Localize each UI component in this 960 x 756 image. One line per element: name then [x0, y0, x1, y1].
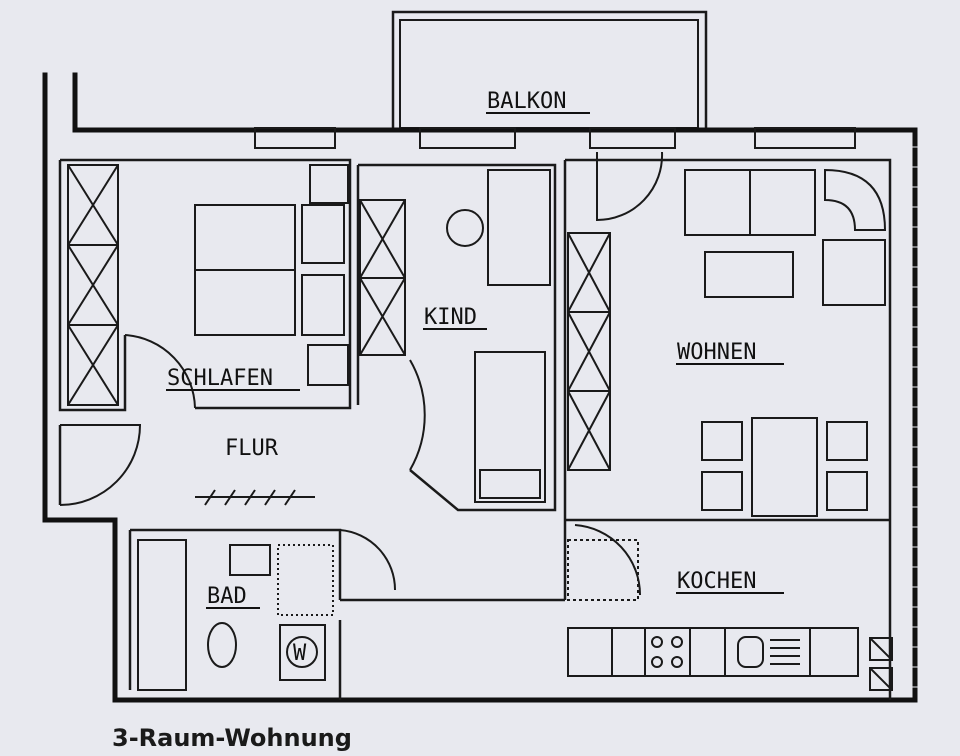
plan-title: 3-Raum-Wohnung — [112, 724, 352, 752]
furniture: W — [137, 164, 893, 691]
exterior-walls — [42, 72, 918, 703]
room-label-wohnen: WOHNEN — [677, 340, 756, 365]
room-label-kind: KIND — [424, 305, 477, 330]
room-label-flur: FLUR — [225, 436, 279, 461]
room-label-balkon: BALKON — [487, 89, 566, 114]
room-label-kochen: KOCHEN — [677, 569, 756, 594]
room-label-bad: BAD — [207, 584, 247, 609]
doors — [59, 151, 664, 596]
windows — [254, 127, 856, 149]
washer-symbol: W — [293, 641, 307, 666]
room-label-schlafen: SCHLAFEN — [167, 366, 273, 391]
wardrobes — [67, 164, 611, 471]
interior-walls — [58, 158, 892, 700]
